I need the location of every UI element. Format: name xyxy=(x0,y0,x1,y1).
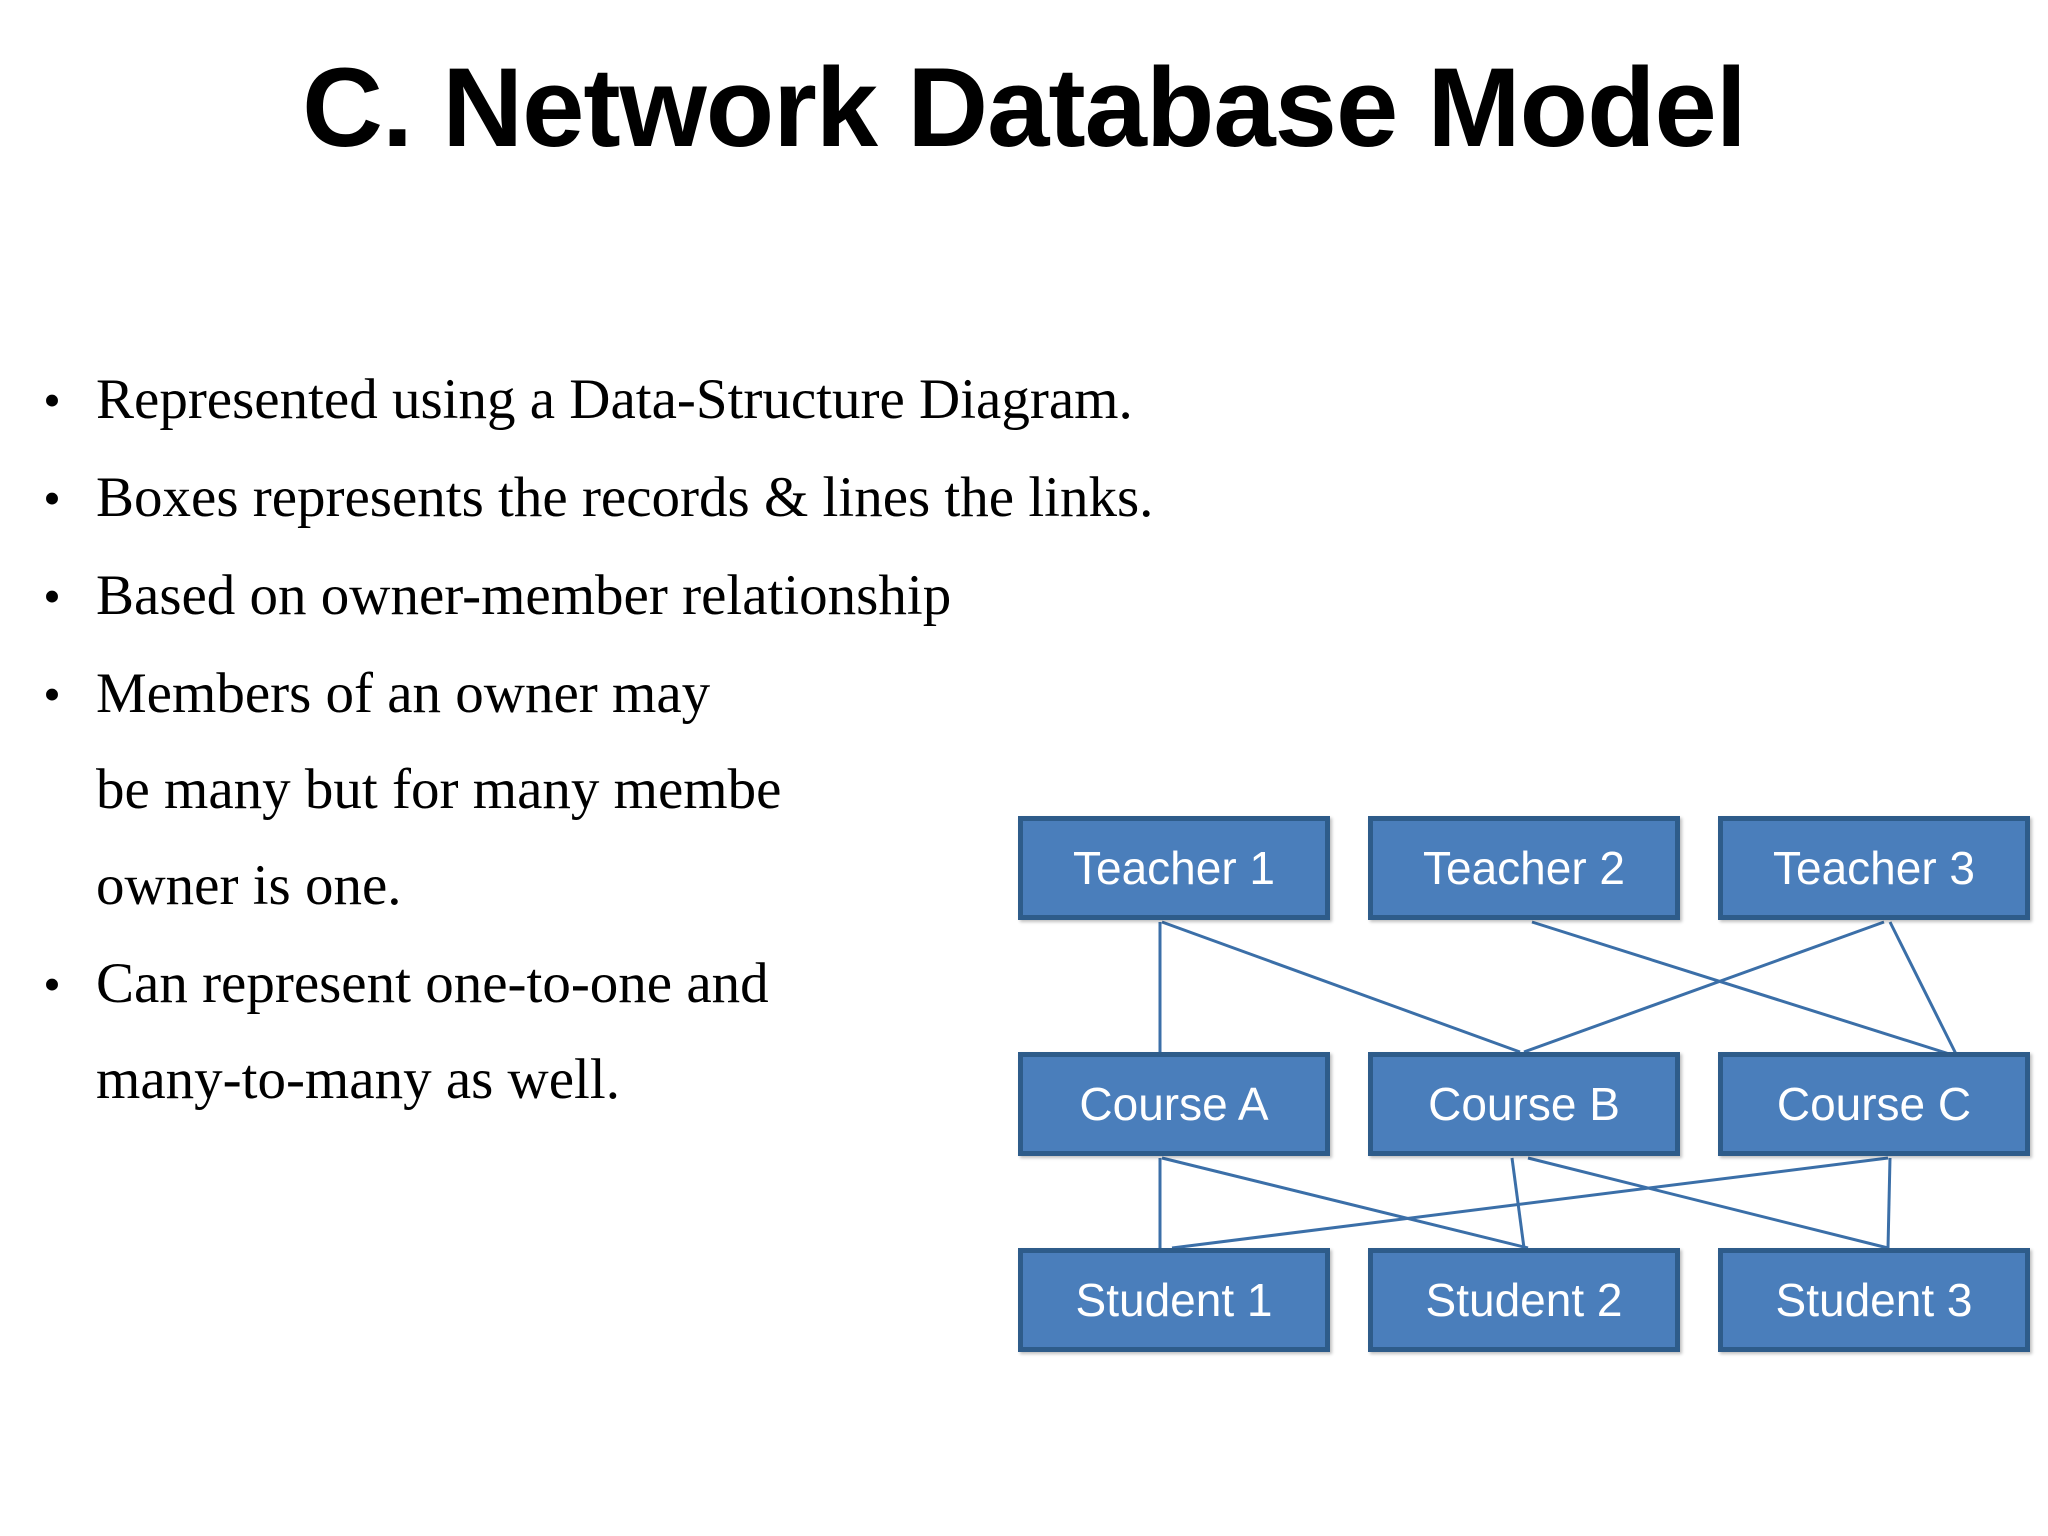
page-title: C. Network Database Model xyxy=(302,45,1747,170)
node-course-a[interactable]: Course A xyxy=(1018,1052,1330,1156)
node-label: Student 1 xyxy=(1075,1274,1273,1326)
bullet-marker-icon: • xyxy=(43,956,61,1012)
node-student-2[interactable]: Student 2 xyxy=(1368,1248,1680,1352)
list-item-line: Can represent one-to-one and xyxy=(96,952,769,1015)
node-label: Course C xyxy=(1776,1078,1972,1130)
list-item-line: Based on owner-member relationship xyxy=(96,564,952,627)
link-course-c-to-student-1 xyxy=(1171,1156,1889,1250)
node-teacher-2[interactable]: Teacher 2 xyxy=(1368,816,1680,920)
node-label: Course A xyxy=(1079,1078,1269,1130)
bullet-marker-icon: • xyxy=(43,568,61,624)
list-item-line: Represented using a Data-Structure Diagr… xyxy=(96,368,1133,431)
bullet-marker-icon: • xyxy=(43,372,61,428)
node-course-b[interactable]: Course B xyxy=(1368,1052,1680,1156)
list-item-line: Members of an owner may xyxy=(96,662,711,725)
list-item-body: Represented using a Data-Structure Diagr… xyxy=(96,352,1133,448)
node-label: Teacher 1 xyxy=(1072,842,1275,894)
list-item: • Members of an owner may be many but fo… xyxy=(8,646,1028,934)
list-item-line: Boxes represents the records & lines the… xyxy=(96,466,1154,529)
list-item-body: Can represent one-to-one and many-to-man… xyxy=(96,936,1028,1128)
node-label: Teacher 3 xyxy=(1772,842,1975,894)
link-course-c-to-student-3 xyxy=(1886,1157,1892,1249)
link-course-a-to-student-2 xyxy=(1161,1156,1529,1250)
list-item-line: be many but for many membe xyxy=(96,758,782,821)
list-item-body: Members of an owner may be many but for … xyxy=(96,646,1028,934)
bullet-marker-icon: • xyxy=(43,666,61,722)
list-item-body: Based on owner-member relationship xyxy=(96,548,1028,644)
data-structure-diagram: Teacher 1 Teacher 2 Teacher 3 Course A C… xyxy=(1000,780,2048,1480)
diagram-links-layer xyxy=(1158,920,1963,1250)
node-teacher-1[interactable]: Teacher 1 xyxy=(1018,816,1330,920)
bullet-marker-icon: • xyxy=(43,470,61,526)
link-teacher-1-to-course-b xyxy=(1161,920,1521,1054)
list-item-line: many-to-many as well. xyxy=(96,1048,620,1111)
list-item: • Boxes represents the records & lines t… xyxy=(8,450,1153,546)
node-teacher-3[interactable]: Teacher 3 xyxy=(1718,816,2030,920)
link-course-b-to-student-3 xyxy=(1527,1156,1889,1250)
node-student-1[interactable]: Student 1 xyxy=(1018,1248,1330,1352)
list-item-line: owner is one. xyxy=(96,854,402,917)
node-label: Teacher 2 xyxy=(1422,842,1625,894)
bullet-list: • Represented using a Data-Structure Dia… xyxy=(8,352,1153,1130)
node-label: Student 2 xyxy=(1425,1274,1623,1326)
node-student-3[interactable]: Student 3 xyxy=(1718,1248,2030,1352)
node-course-c[interactable]: Course C xyxy=(1718,1052,2030,1156)
node-label: Student 3 xyxy=(1775,1274,1973,1326)
link-teacher-2-to-course-c xyxy=(1531,920,1963,1060)
list-item: • Represented using a Data-Structure Dia… xyxy=(8,352,1132,448)
link-teacher-3-to-course-b xyxy=(1523,920,1885,1054)
link-teacher-3-to-course-c xyxy=(1888,921,1960,1059)
list-item-body: Boxes represents the records & lines the… xyxy=(96,450,1153,546)
list-item: • Based on owner-member relationship xyxy=(8,548,1028,644)
list-item: • Can represent one-to-one and many-to-m… xyxy=(8,936,1028,1128)
node-label: Course B xyxy=(1428,1078,1620,1130)
